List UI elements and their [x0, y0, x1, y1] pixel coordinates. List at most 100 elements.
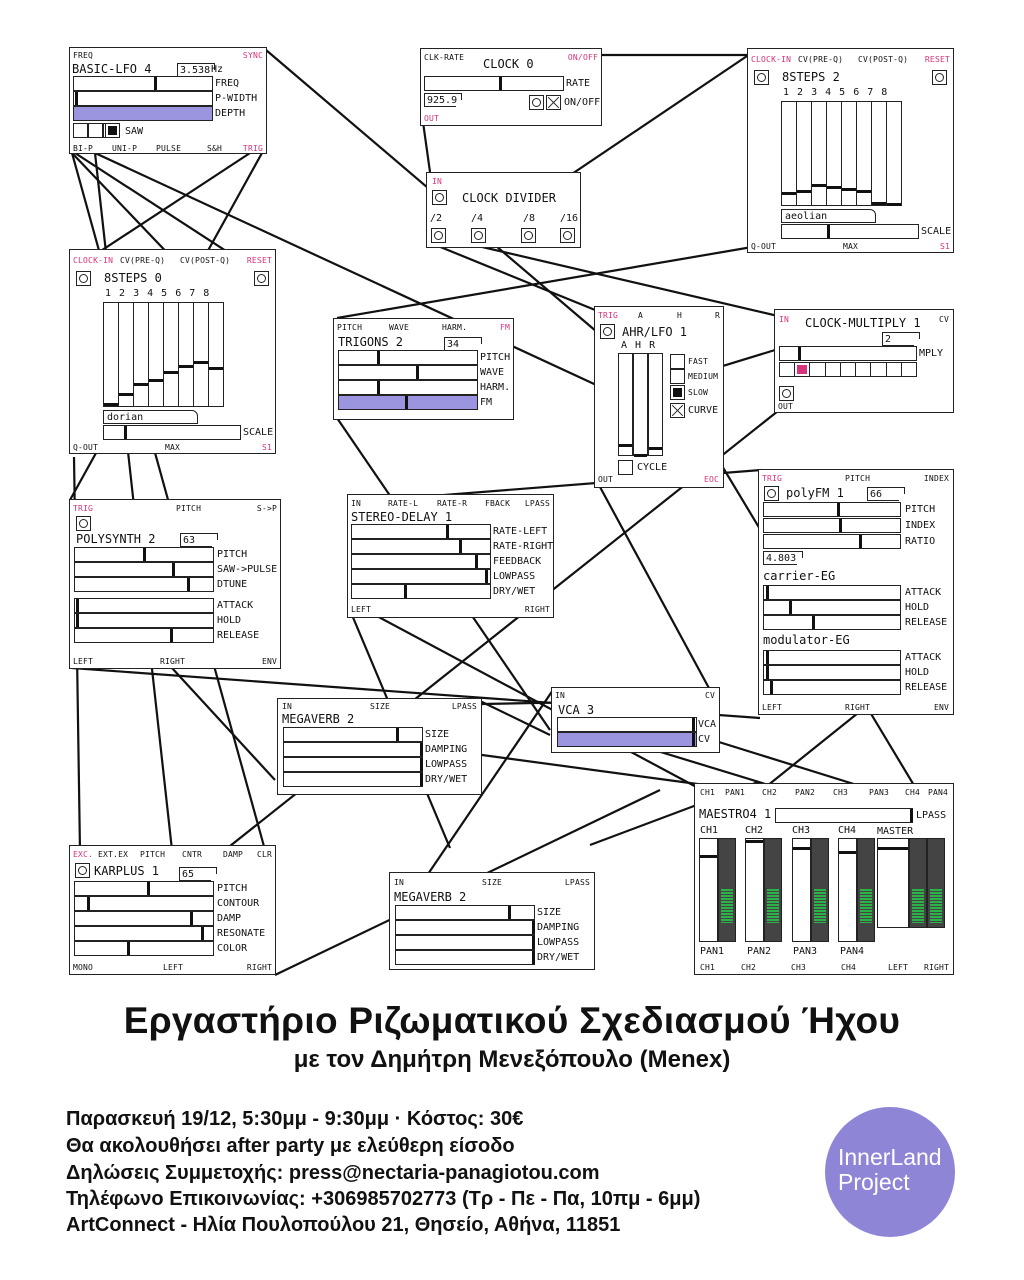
event-phone-line[interactable]: Τηλέφωνο Επικοινωνίας: +306985702773 (Τρ… — [66, 1188, 701, 1210]
steps2-s1-out[interactable]: S1 — [939, 242, 950, 251]
clockmult-slider[interactable] — [779, 346, 917, 361]
delay-lpass-inlet[interactable]: LPASS — [524, 499, 550, 508]
maestro-ch4-inlet[interactable]: CH4 — [905, 788, 921, 797]
clock-out[interactable]: OUT — [424, 114, 440, 123]
polyfm-carrier-hold[interactable] — [763, 600, 901, 615]
karplus-resonate-slider[interactable] — [74, 926, 214, 941]
polysynth-module[interactable]: TRIG PITCH S->P POLYSYNTH 2 63 PITCH SAW… — [69, 499, 281, 669]
lfo-out-sh[interactable]: S&H — [207, 144, 223, 153]
trigons-wave-inlet[interactable]: WAVE — [389, 323, 410, 332]
karplus-extex-inlet[interactable]: EXT.EX — [98, 850, 129, 859]
delay-drywet-slider[interactable] — [351, 584, 491, 599]
maestro-ch3-fader[interactable] — [792, 838, 811, 942]
delay-rateright-slider[interactable] — [351, 539, 491, 554]
trigons-harm-slider[interactable] — [338, 380, 478, 395]
maestro-ch4-fader[interactable] — [838, 838, 857, 942]
trigons-module[interactable]: PITCH WAVE HARM. FM TRIGONS 2 34 PITCH W… — [333, 318, 514, 420]
polyfm-mod-attack[interactable] — [763, 650, 901, 665]
vca-cv-inlet[interactable]: CV — [704, 691, 715, 700]
verb1-lowpass-slider[interactable] — [283, 757, 423, 772]
steps0-clock-bang[interactable] — [76, 271, 91, 286]
divider-in[interactable]: IN — [432, 177, 443, 186]
verb2-lpass-inlet[interactable]: LPASS — [564, 878, 590, 887]
delay-feedback-slider[interactable] — [351, 554, 491, 569]
polysynth-sp-inlet[interactable]: S->P — [256, 504, 277, 513]
steps2-reset-inlet[interactable]: RESET — [924, 55, 950, 64]
clockmult-out[interactable]: OUT — [778, 402, 794, 411]
divider-in-bang[interactable] — [432, 190, 447, 205]
ahr-module[interactable]: TRIG A H R AHR/LFO 1 A H R FAST MEDIUM S… — [594, 306, 724, 488]
divider-module[interactable]: IN CLOCK DIVIDER /2 /4 /8 /16 — [426, 172, 581, 248]
ahr-medium-radio[interactable] — [670, 369, 685, 384]
verb1-module[interactable]: IN SIZE LPASS MEGAVERB 2 SIZE DAMPING LO… — [277, 698, 482, 795]
clock-onoff-inlet[interactable]: ON/OFF — [567, 53, 598, 62]
polysynth-left-out[interactable]: LEFT — [73, 657, 94, 666]
ahr-a-inlet[interactable]: A — [638, 311, 644, 320]
steps2-cvpost-inlet[interactable]: CV(POST-Q) — [858, 55, 909, 64]
polysynth-hold-slider[interactable] — [74, 613, 214, 628]
steps2-step-6[interactable] — [856, 101, 872, 206]
divider-out-8[interactable] — [521, 228, 536, 243]
karplus-right-out[interactable]: RIGHT — [246, 963, 272, 972]
polyfm-carrier-release[interactable] — [763, 615, 901, 630]
ahr-eoc-out[interactable]: EOC — [703, 475, 719, 484]
polysynth-env-out[interactable]: ENV — [261, 657, 277, 666]
polysynth-pitch-number[interactable]: 63 — [180, 533, 212, 547]
clock-onoff-toggle[interactable] — [546, 95, 561, 110]
steps0-scale-slider[interactable] — [103, 425, 241, 440]
clockmult-out-bang[interactable] — [779, 386, 794, 401]
delay-fback-inlet[interactable]: FBACK — [485, 499, 511, 508]
maestro-pan2-inlet[interactable]: PAN2 — [795, 788, 816, 797]
steps2-step-4[interactable] — [826, 101, 842, 206]
verb1-damping-slider[interactable] — [283, 742, 423, 757]
lfo-out-bip[interactable]: BI-P — [73, 144, 94, 153]
verb1-size-slider[interactable] — [283, 727, 423, 742]
clock-rate-slider[interactable] — [424, 76, 564, 91]
steps0-step-6[interactable] — [178, 302, 194, 407]
verb2-damping-slider[interactable] — [395, 920, 535, 935]
steps2-module[interactable]: CLOCK-IN CV(PRE-Q) CV(POST-Q) RESET 8STE… — [747, 48, 954, 253]
polyfm-ratio-number[interactable]: 4.803 — [763, 551, 797, 565]
steps0-step-3[interactable] — [133, 302, 149, 407]
karplus-damp-inlet[interactable]: DAMP — [223, 850, 244, 859]
ahr-h-inlet[interactable]: H — [677, 311, 683, 320]
ahr-trig-inlet[interactable]: TRIG — [598, 311, 619, 320]
trigons-fm-slider[interactable] — [338, 395, 478, 410]
polyfm-trig-bang[interactable] — [764, 486, 779, 501]
verb2-drywet-slider[interactable] — [395, 950, 535, 965]
polysynth-attack-slider[interactable] — [74, 598, 214, 613]
polyfm-pitch-number[interactable]: 66 — [867, 487, 899, 501]
steps0-step-8[interactable] — [208, 302, 224, 407]
steps2-step-8[interactable] — [886, 101, 902, 206]
steps2-step-2[interactable] — [796, 101, 812, 206]
clock-module[interactable]: CLK-RATE ON/OFF CLOCK 0 RATE 925.9 ON/OF… — [420, 48, 602, 126]
steps2-qout[interactable]: Q-OUT — [751, 242, 777, 251]
karplus-pitch-slider[interactable] — [74, 881, 214, 896]
steps0-step-7[interactable] — [193, 302, 209, 407]
lfo-freq-number[interactable]: 3.538 — [177, 63, 210, 77]
steps0-scale-symbol[interactable]: dorian — [103, 410, 198, 424]
trigons-pitch-inlet[interactable]: PITCH — [337, 323, 363, 332]
steps0-cvpre-inlet[interactable]: CV(PRE-Q) — [120, 256, 166, 265]
verb1-in[interactable]: IN — [282, 702, 293, 711]
vca-in[interactable]: IN — [555, 691, 566, 700]
lfo-out-unip[interactable]: UNI-P — [112, 144, 138, 153]
maestro-ch1-out[interactable]: CH1 — [700, 963, 716, 972]
polyfm-ratio-slider[interactable] — [763, 534, 901, 549]
steps2-reset-bang[interactable] — [932, 70, 947, 85]
polyfm-mod-hold[interactable] — [763, 665, 901, 680]
steps0-step-5[interactable] — [163, 302, 179, 407]
polyfm-pitch-inlet[interactable]: PITCH — [845, 474, 871, 483]
delay-rater-inlet[interactable]: RATE-R — [437, 499, 468, 508]
vca-module[interactable]: IN CV VCA 3 VCA CV — [551, 687, 720, 753]
karplus-module[interactable]: EXC. EXT.EX PITCH CNTR DAMP CLR KARPLUS … — [69, 845, 276, 975]
lfo-wave-radio-1[interactable] — [73, 123, 88, 138]
karplus-color-slider[interactable] — [74, 941, 214, 956]
steps2-step-7[interactable] — [871, 101, 887, 206]
steps2-step-5[interactable] — [841, 101, 857, 206]
polyfm-carrier-attack[interactable] — [763, 585, 901, 600]
maestro-ch1-fader[interactable] — [699, 838, 718, 942]
polysynth-pitch-slider[interactable] — [74, 547, 214, 562]
ahr-attack-fader[interactable] — [618, 353, 633, 456]
lfo-freq-inlet[interactable]: FREQ — [73, 51, 94, 60]
